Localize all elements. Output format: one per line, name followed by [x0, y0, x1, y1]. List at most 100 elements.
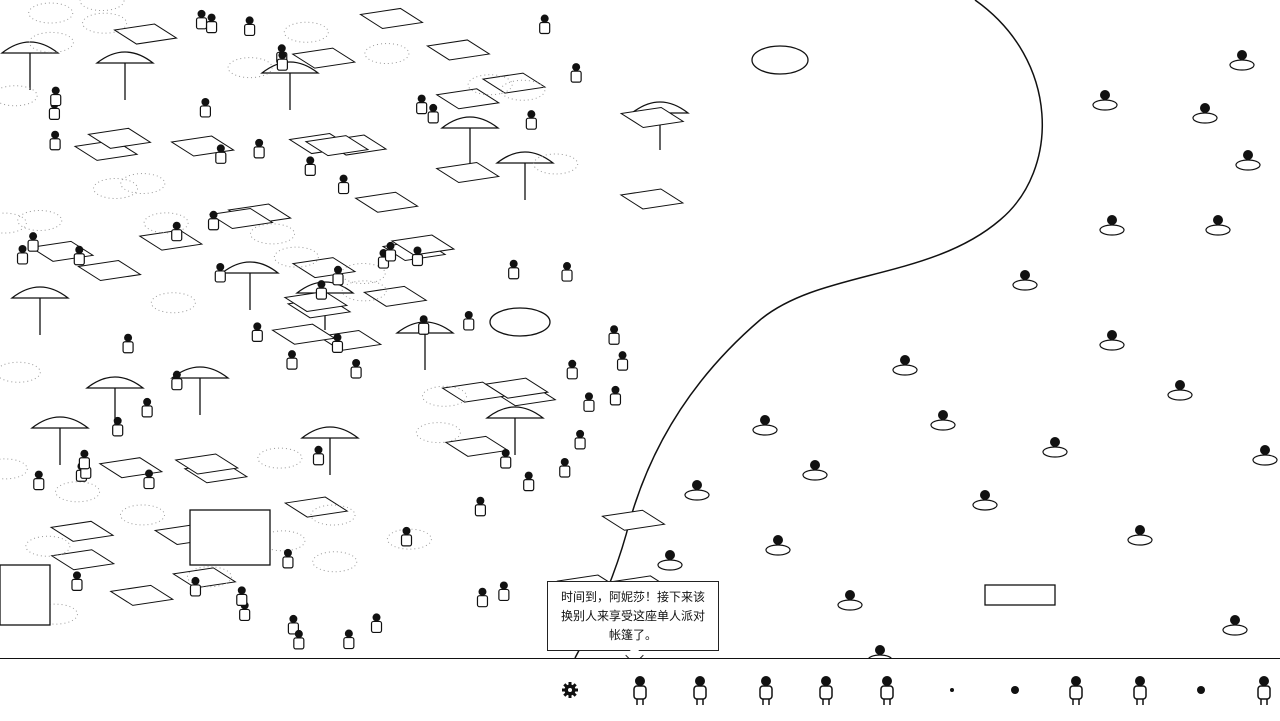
beachgoer-body [112, 424, 124, 437]
beach-towel [484, 377, 550, 399]
target-toolbar [0, 658, 1280, 721]
beach-umbrella [440, 116, 500, 129]
swimmer [773, 535, 783, 545]
beachgoer-head [344, 629, 353, 638]
beachgoer-body [205, 21, 218, 34]
beachgoer-body [616, 358, 629, 371]
beachgoer-body [143, 476, 155, 490]
sand-pile [310, 504, 356, 526]
swimmer [845, 590, 855, 600]
sand-pile [364, 43, 410, 65]
sand-pile [150, 292, 196, 314]
beachgoer-body [583, 399, 595, 412]
beachgoer-body [525, 117, 537, 130]
swimmer [1213, 215, 1223, 225]
beachgoer-head [306, 156, 315, 165]
target-small-dot[interactable] [937, 673, 967, 707]
target-person-waving[interactable] [1125, 673, 1155, 707]
beachgoer-head [237, 586, 246, 595]
swimmer [938, 410, 948, 420]
beachgoer-head [572, 63, 581, 72]
sand-pile [93, 178, 139, 200]
target-swimmer-head[interactable] [1061, 673, 1091, 707]
beachgoer-head [584, 392, 593, 401]
swimmer [875, 645, 885, 655]
beach-towel [138, 229, 204, 251]
beachgoer-body [312, 453, 325, 466]
beachgoer-body [171, 378, 183, 391]
beach-umbrella [10, 286, 70, 299]
target-swimmer-head-icon [1069, 676, 1083, 705]
target-sunglasses[interactable] [1000, 673, 1030, 707]
swimmer [1200, 103, 1210, 113]
snack-stand [189, 509, 271, 566]
water-ripple [1222, 624, 1248, 636]
sand-pile [273, 246, 319, 268]
beachgoer-head [209, 210, 218, 219]
water-ripple [1099, 224, 1125, 236]
water-ripple [684, 489, 710, 501]
beachgoer-body [570, 70, 582, 83]
target-hooded-person-icon [819, 676, 833, 705]
gear-icon [562, 682, 578, 698]
raft [984, 584, 1056, 606]
water-ripple [1012, 279, 1038, 291]
beachgoer-head [143, 397, 152, 406]
water-ripple [657, 559, 683, 571]
beachgoer-body [199, 105, 211, 118]
beach-towel [291, 47, 357, 69]
beachgoer-body [195, 17, 208, 30]
swimmer [1175, 380, 1185, 390]
target-small-dot-icon [950, 688, 954, 692]
beachgoer-head [540, 14, 549, 23]
beachgoer-body [463, 318, 475, 331]
beachgoer-body [286, 357, 298, 370]
water-ripple [1167, 389, 1193, 401]
water-ripple [802, 469, 828, 481]
water-ripple [1229, 59, 1255, 71]
beachgoer-body [122, 341, 134, 354]
target-bunny-costume-icon [880, 676, 894, 705]
swimmer [665, 550, 675, 560]
target-woman-arms-out[interactable] [625, 673, 655, 707]
beach-towel [601, 509, 666, 531]
sand-pile [119, 504, 165, 526]
beachgoer-head [509, 259, 518, 268]
beach-towel [435, 88, 501, 110]
beachgoer-body [609, 393, 622, 406]
settings-button[interactable] [555, 673, 585, 707]
beachgoer-body [244, 23, 256, 37]
beachgoer-body [337, 181, 350, 195]
water-ripple [765, 544, 791, 556]
sand-pile [500, 79, 546, 101]
beachgoer-body [350, 366, 362, 379]
target-trophy[interactable] [1186, 673, 1216, 707]
swimmer [980, 490, 990, 500]
water-ripple [1192, 112, 1218, 124]
target-lying-person[interactable] [685, 673, 715, 707]
target-person-with-backpack[interactable] [751, 673, 781, 707]
beach-umbrella [95, 51, 155, 64]
sand-pile [25, 535, 71, 557]
water-ripple [1205, 224, 1231, 236]
beachgoer-head [51, 130, 60, 139]
beachgoer-head [145, 469, 154, 478]
beachgoer-body [73, 253, 85, 266]
beachgoer-body [508, 267, 520, 280]
beach-umbrella [260, 61, 320, 74]
sand-pile [250, 223, 296, 245]
sand-pile [260, 530, 306, 552]
swimmer [1237, 50, 1247, 60]
beach-towel [49, 520, 115, 542]
target-bunny-costume[interactable] [872, 673, 902, 707]
beachgoer-head [618, 351, 627, 360]
target-hooded-person[interactable] [811, 673, 841, 707]
beachgoer-head [611, 385, 620, 394]
beach-umbrella [300, 426, 360, 439]
beach-scene[interactable] [0, 0, 1280, 658]
beach-towel [435, 161, 501, 184]
target-sitting-person[interactable] [1249, 673, 1279, 707]
beachgoer-head [402, 526, 411, 535]
beach-towel [619, 188, 685, 210]
beachgoer-body [293, 637, 305, 650]
